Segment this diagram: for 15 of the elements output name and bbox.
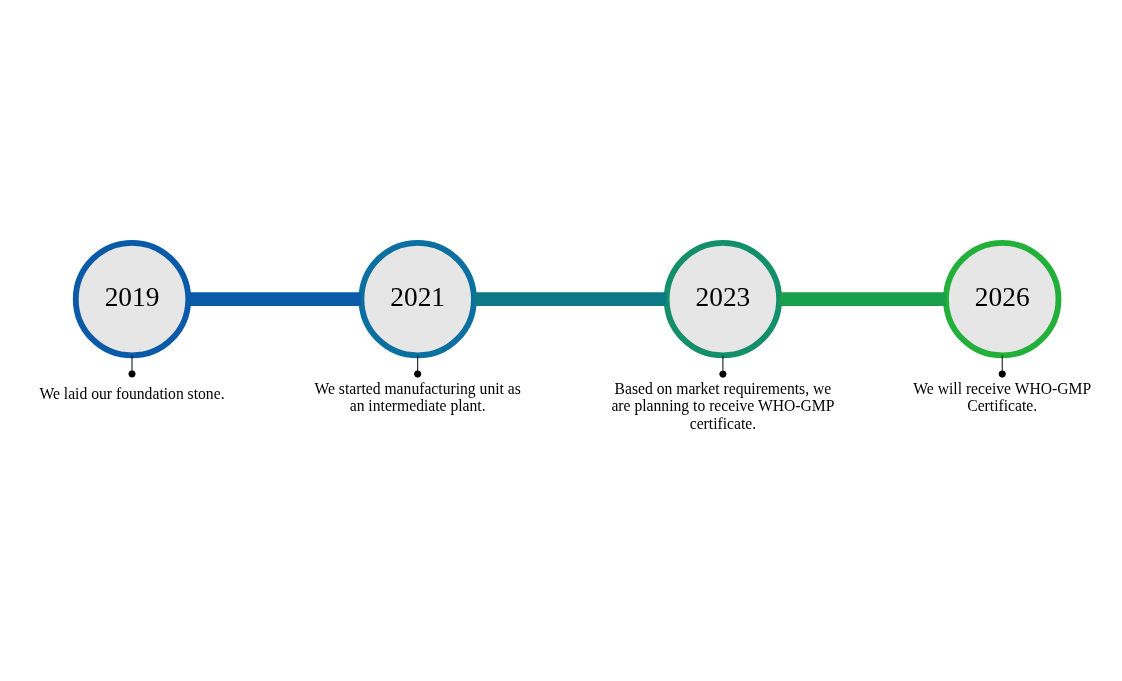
node-text: Based on market requirements, we are planning to receive WHO-GMP certificate. <box>611 379 835 433</box>
connector <box>779 292 946 307</box>
connector <box>414 355 422 378</box>
connector <box>128 354 136 378</box>
node-circle: 2023 <box>663 239 783 359</box>
node-text: We will receive WHO-GMP Certificate. <box>913 379 1092 415</box>
connector <box>188 292 361 307</box>
node-circle: 2026 <box>943 239 1062 359</box>
node-text: We started manufacturing unit as an intermediate plant. <box>314 379 521 415</box>
node-text: We laid our foundation stone. <box>39 384 225 402</box>
connector <box>998 355 1006 378</box>
connector <box>719 355 727 378</box>
connector <box>474 292 667 307</box>
node-circle: 2021 <box>358 239 477 359</box>
node-circle: 2019 <box>72 239 192 359</box>
